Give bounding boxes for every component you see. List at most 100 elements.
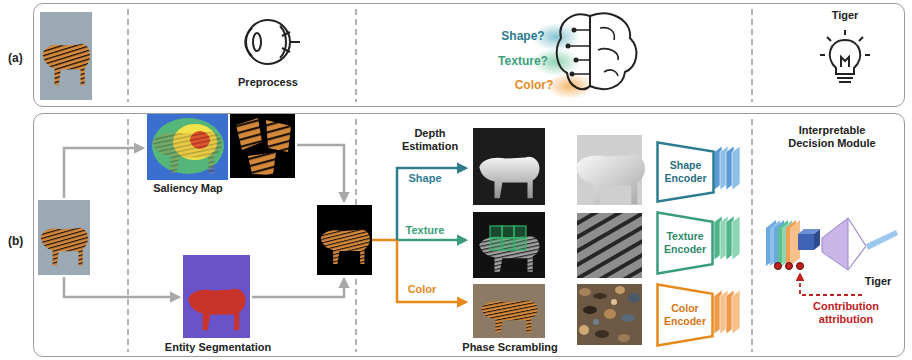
depth-image — [473, 128, 545, 205]
flow-arrow — [64, 277, 179, 297]
attribution-arrow — [786, 263, 793, 270]
color-image — [579, 325, 589, 335]
texture-image — [490, 226, 526, 250]
texture-image — [490, 226, 502, 238]
color-image — [595, 330, 609, 338]
brain-icon — [566, 44, 571, 49]
flow-arrow — [297, 145, 344, 201]
lightbulb-icon — [837, 78, 853, 82]
texture-image — [473, 212, 642, 278]
decision-module — [848, 218, 866, 270]
saliency-heatmap — [152, 118, 224, 174]
color-image — [628, 293, 640, 303]
decision-module — [814, 229, 820, 250]
panel-frame: (a) — [33, 3, 905, 107]
image-caption: Phase Scrambling — [455, 341, 565, 354]
input-tiger-photo — [38, 200, 90, 275]
color-image — [593, 319, 599, 325]
dashed-divider — [355, 9, 356, 102]
output-label: Tiger — [820, 9, 870, 22]
lightbulb-icon — [820, 30, 870, 82]
depth-image — [473, 128, 645, 205]
input-tiger-photo — [41, 228, 88, 266]
brain-icon — [590, 13, 636, 89]
feature-stack — [732, 290, 740, 334]
feature-stack — [732, 216, 740, 260]
color-image — [611, 299, 617, 305]
texture-image — [577, 213, 642, 278]
encoder-trapezoid: Color Encoder — [656, 283, 714, 347]
dashed-divider — [751, 119, 752, 352]
eye-icon — [246, 20, 290, 64]
masked-patches — [266, 120, 291, 152]
segmentation-map — [183, 255, 250, 338]
encoder-outline — [658, 143, 714, 202]
color-image — [583, 306, 597, 314]
encoder-label: Texture Encoder — [664, 230, 706, 255]
tiger-photo — [40, 12, 92, 100]
encoder-label: Color Encoder — [664, 302, 706, 327]
panel-label: (b) — [8, 234, 23, 248]
decision-module — [798, 234, 814, 250]
brain-icon — [598, 28, 618, 76]
eye-icon — [253, 33, 261, 51]
branch-label: Color — [397, 283, 447, 296]
masked-patches — [236, 118, 262, 150]
segmentation-map — [183, 255, 250, 338]
texture-image — [514, 238, 526, 250]
brain-icon — [572, 28, 577, 33]
lightbulb-icon — [820, 30, 870, 55]
module-title: Interpretable Decision Module — [782, 124, 882, 149]
color-image — [604, 309, 616, 319]
texture-image — [479, 236, 539, 272]
color-image — [593, 293, 607, 299]
lightbulb-icon — [841, 57, 849, 67]
texture-image — [490, 238, 502, 250]
cue-question: Shape? — [493, 30, 553, 44]
eye-icon — [290, 41, 300, 43]
color-image — [579, 288, 591, 296]
masked-tiger — [317, 205, 372, 275]
segmentation-map — [188, 289, 245, 330]
attribution-arrow — [797, 263, 804, 270]
encoder-trapezoid: Texture Encoder — [656, 211, 714, 275]
texture-image — [514, 226, 526, 238]
feature-stack — [732, 146, 740, 190]
feature-stack — [714, 146, 740, 334]
texture-image — [473, 212, 545, 278]
masked-tiger — [321, 229, 370, 264]
panel-label: (a) — [8, 51, 23, 65]
eye-icon — [280, 26, 286, 58]
color-image — [618, 334, 630, 342]
masked-tiger — [317, 205, 372, 275]
saliency-heatmap — [147, 113, 228, 180]
texture-image — [502, 238, 514, 250]
branch-arrow — [372, 239, 397, 242]
cue-question: Color? — [504, 79, 564, 93]
panel-frame: (b)Shape EncoderTexture EncoderColor Enc… — [33, 113, 905, 357]
eye-icon — [245, 20, 300, 64]
eye-icon — [282, 32, 290, 52]
color-image — [577, 284, 642, 345]
flow-arrow — [64, 145, 344, 297]
depth-image — [479, 157, 539, 198]
brain-icon — [570, 72, 575, 77]
flow-arrow — [64, 148, 143, 198]
encoder-label: Shape Encoder — [664, 159, 706, 184]
branch-label: Shape — [400, 172, 450, 185]
decision-module — [866, 230, 898, 250]
brain-icon — [570, 30, 590, 74]
eye-icon — [245, 28, 252, 56]
depth-image — [576, 155, 645, 205]
decision-module — [822, 218, 848, 270]
tiger-photo — [40, 12, 92, 100]
tiger-photo — [43, 44, 90, 85]
texture-image — [502, 226, 514, 238]
color-image — [473, 284, 642, 345]
attribution-arrow — [800, 274, 862, 295]
output-label: Tiger — [858, 275, 898, 288]
branch-arrow — [397, 239, 466, 242]
color-image — [615, 286, 625, 294]
